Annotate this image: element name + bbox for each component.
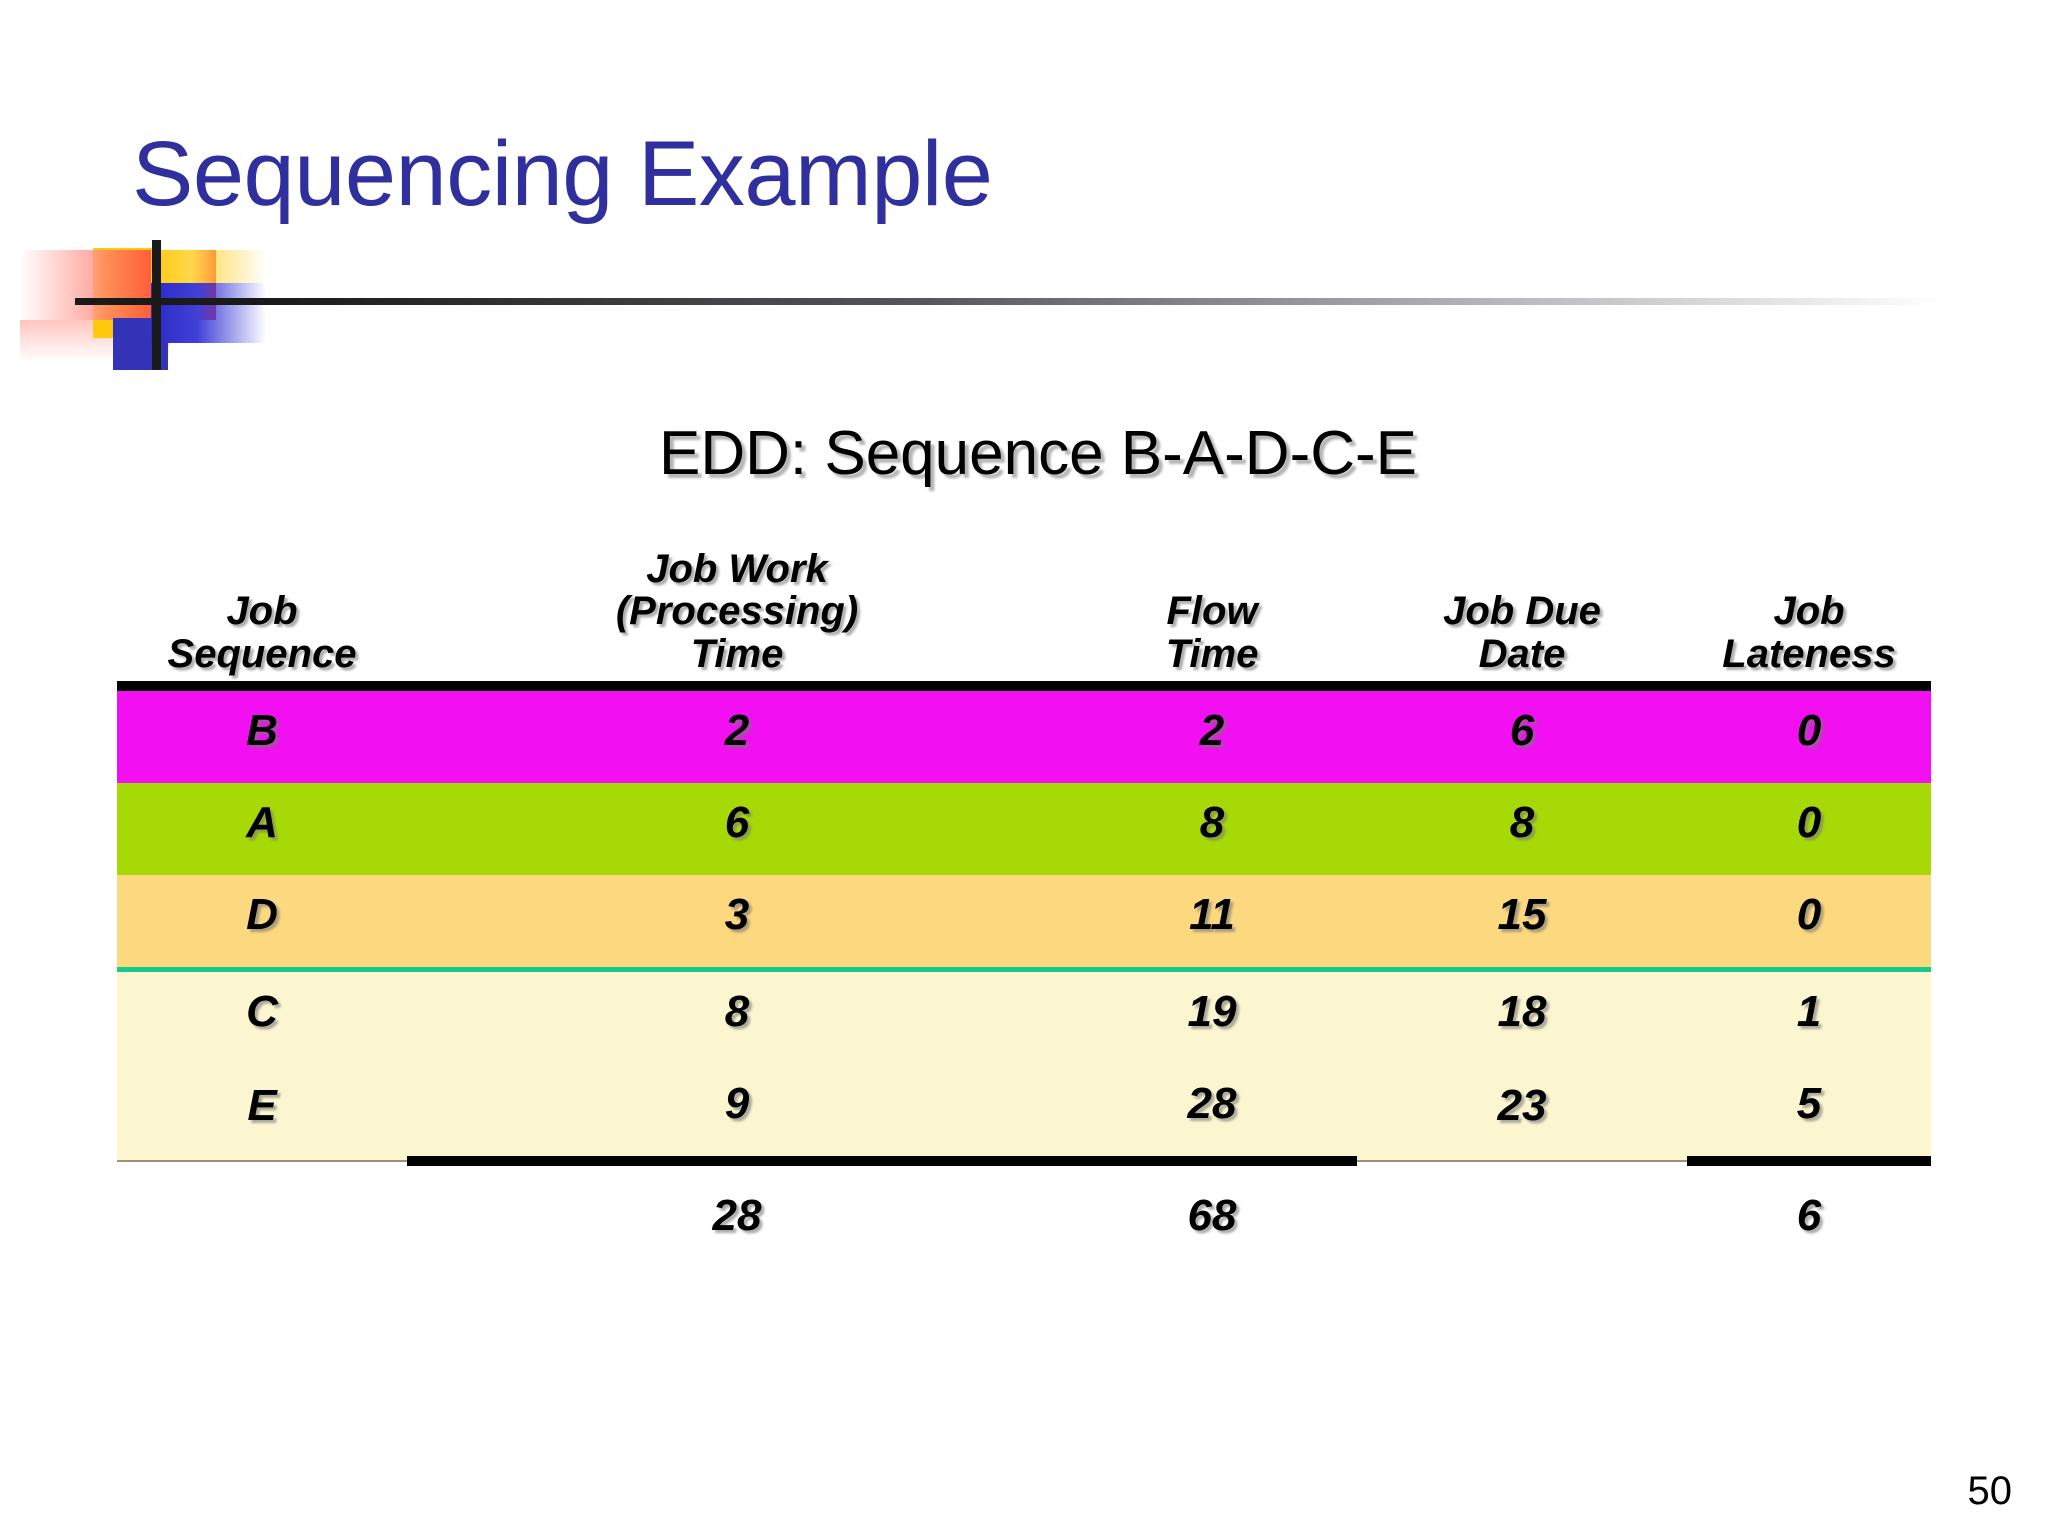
- cell-flow-time-value: 11: [1189, 890, 1235, 940]
- cell-processing-time-value: 6: [724, 798, 750, 848]
- column-header-job-lateness-line2: Lateness: [1722, 631, 1896, 676]
- cell-due-date-value: 23: [1497, 1081, 1547, 1131]
- cell-due-date-value: 6: [1509, 706, 1535, 756]
- cell-job: A: [117, 783, 407, 876]
- column-header-job-sequence-line1: Job: [226, 589, 298, 634]
- column-header-job-lateness: Job Lateness: [1687, 548, 1932, 692]
- total-cell-lateness: 6: [1687, 1161, 1932, 1267]
- cell-flow-time: 8: [1067, 783, 1358, 876]
- cell-due-date: 8: [1357, 783, 1688, 876]
- cell-due-date: 18: [1357, 969, 1688, 1065]
- total-lateness-value: 6: [1796, 1191, 1822, 1241]
- column-header-job-sequence: Job Sequence: [117, 548, 407, 692]
- cell-lateness-value: 0: [1796, 890, 1822, 940]
- cell-lateness-value: 0: [1796, 798, 1822, 848]
- column-header-job-due-date-line2: Date: [1478, 631, 1566, 676]
- cell-lateness-value: 1: [1796, 987, 1822, 1037]
- cell-flow-time-value: 19: [1187, 987, 1237, 1037]
- column-header-processing-time: Job Work (Processing) Time: [407, 547, 1068, 692]
- cell-flow-time: 19: [1067, 969, 1358, 1065]
- cell-job: D: [117, 875, 407, 973]
- cell-flow-time: 11: [1067, 875, 1358, 973]
- table-header-row: Job Sequence Job Work (Processing) Time …: [117, 547, 1932, 692]
- table-row: D 3 11 15 0: [117, 875, 1932, 973]
- column-header-job-sequence-line2: Sequence: [167, 631, 357, 676]
- cell-processing-time-value: 3: [724, 890, 750, 940]
- cell-flow-time-value: 2: [1199, 706, 1225, 756]
- table-row: B 2 2 6 0: [117, 686, 1932, 784]
- cell-lateness: 5: [1687, 1064, 1932, 1167]
- logo-vertical-bar: [152, 240, 161, 370]
- column-header-flow-time: Flow Time: [1067, 548, 1358, 692]
- cell-flow-time: 28: [1067, 1064, 1358, 1167]
- logo-blue-band-shape: [151, 283, 266, 343]
- cell-job: C: [117, 969, 407, 1065]
- slide-subtitle-text: EDD: Sequence B-A-D-C-E: [658, 419, 1418, 488]
- table-row: C 8 19 18 1: [117, 969, 1932, 1065]
- column-header-processing-time-line1: Job Work: [646, 547, 828, 591]
- cell-lateness: 1: [1687, 969, 1932, 1065]
- column-header-job-due-date-line1: Job Due: [1443, 589, 1601, 634]
- cell-job-value: D: [246, 890, 278, 940]
- page-title: Sequencing Example: [132, 123, 993, 225]
- cell-processing-time-value: 8: [724, 987, 750, 1037]
- cell-due-date: 15: [1357, 875, 1688, 973]
- cell-job-value: C: [246, 987, 278, 1037]
- cell-due-date: 23: [1357, 1064, 1688, 1163]
- cell-job-value: A: [246, 798, 278, 848]
- sequencing-table: Job Sequence Job Work (Processing) Time …: [117, 547, 1932, 1267]
- column-header-job-due-date: Job Due Date: [1357, 548, 1688, 692]
- slide-subtitle: EDD: Sequence B-A-D-C-E: [0, 418, 2048, 489]
- decorative-logo: [20, 170, 1945, 370]
- cell-due-date-value: 18: [1497, 987, 1547, 1037]
- cell-due-date-value: 8: [1509, 798, 1535, 848]
- cell-processing-time: 8: [407, 969, 1068, 1065]
- cell-processing-time-value: 9: [724, 1079, 750, 1129]
- cell-processing-time: 2: [407, 686, 1068, 784]
- total-cell-job: [117, 1161, 407, 1267]
- total-cell-flow-time: 68: [1067, 1161, 1358, 1267]
- total-cell-due-date: [1357, 1161, 1688, 1267]
- column-header-processing-time-line2: (Processing): [615, 589, 859, 634]
- column-header-job-lateness-line1: Job: [1773, 589, 1845, 634]
- cell-lateness: 0: [1687, 686, 1932, 784]
- cell-lateness: 0: [1687, 875, 1932, 973]
- cell-flow-time: 2: [1067, 686, 1358, 784]
- cell-processing-time: 9: [407, 1064, 1068, 1167]
- cell-job-value: E: [247, 1081, 277, 1131]
- page-number: 50: [1967, 1469, 2013, 1513]
- column-header-flow-time-line2: Time: [1165, 631, 1259, 676]
- total-cell-processing-time: 28: [407, 1161, 1068, 1267]
- cell-processing-time: 6: [407, 783, 1068, 876]
- cell-processing-time-value: 2: [724, 706, 750, 756]
- cell-flow-time-value: 28: [1187, 1079, 1237, 1129]
- table-row: E 9 28 23 5: [117, 1064, 1932, 1167]
- cell-lateness-value: 0: [1796, 706, 1822, 756]
- table-row: A 6 8 8 0: [117, 783, 1932, 876]
- cell-due-date-value: 15: [1497, 890, 1547, 940]
- column-header-processing-time-line3: Time: [690, 631, 784, 676]
- total-processing-time-value: 28: [712, 1191, 762, 1241]
- cell-job: B: [117, 686, 407, 784]
- cell-flow-time-value: 8: [1199, 798, 1225, 848]
- cell-job: E: [117, 1064, 407, 1163]
- cell-lateness: 0: [1687, 783, 1932, 876]
- cell-lateness-value: 5: [1796, 1079, 1822, 1129]
- cell-processing-time: 3: [407, 875, 1068, 973]
- logo-horizontal-rule: [75, 298, 1945, 305]
- total-flow-time-value: 68: [1187, 1191, 1237, 1241]
- table-total-row: 28 68 6: [117, 1161, 1932, 1267]
- logo-yellow-band-shape: [151, 250, 266, 283]
- cell-job-value: B: [246, 706, 278, 756]
- cell-due-date: 6: [1357, 686, 1688, 784]
- column-header-flow-time-line1: Flow: [1166, 589, 1258, 634]
- sequencing-table-wrapper: Job Sequence Job Work (Processing) Time …: [117, 547, 1932, 1267]
